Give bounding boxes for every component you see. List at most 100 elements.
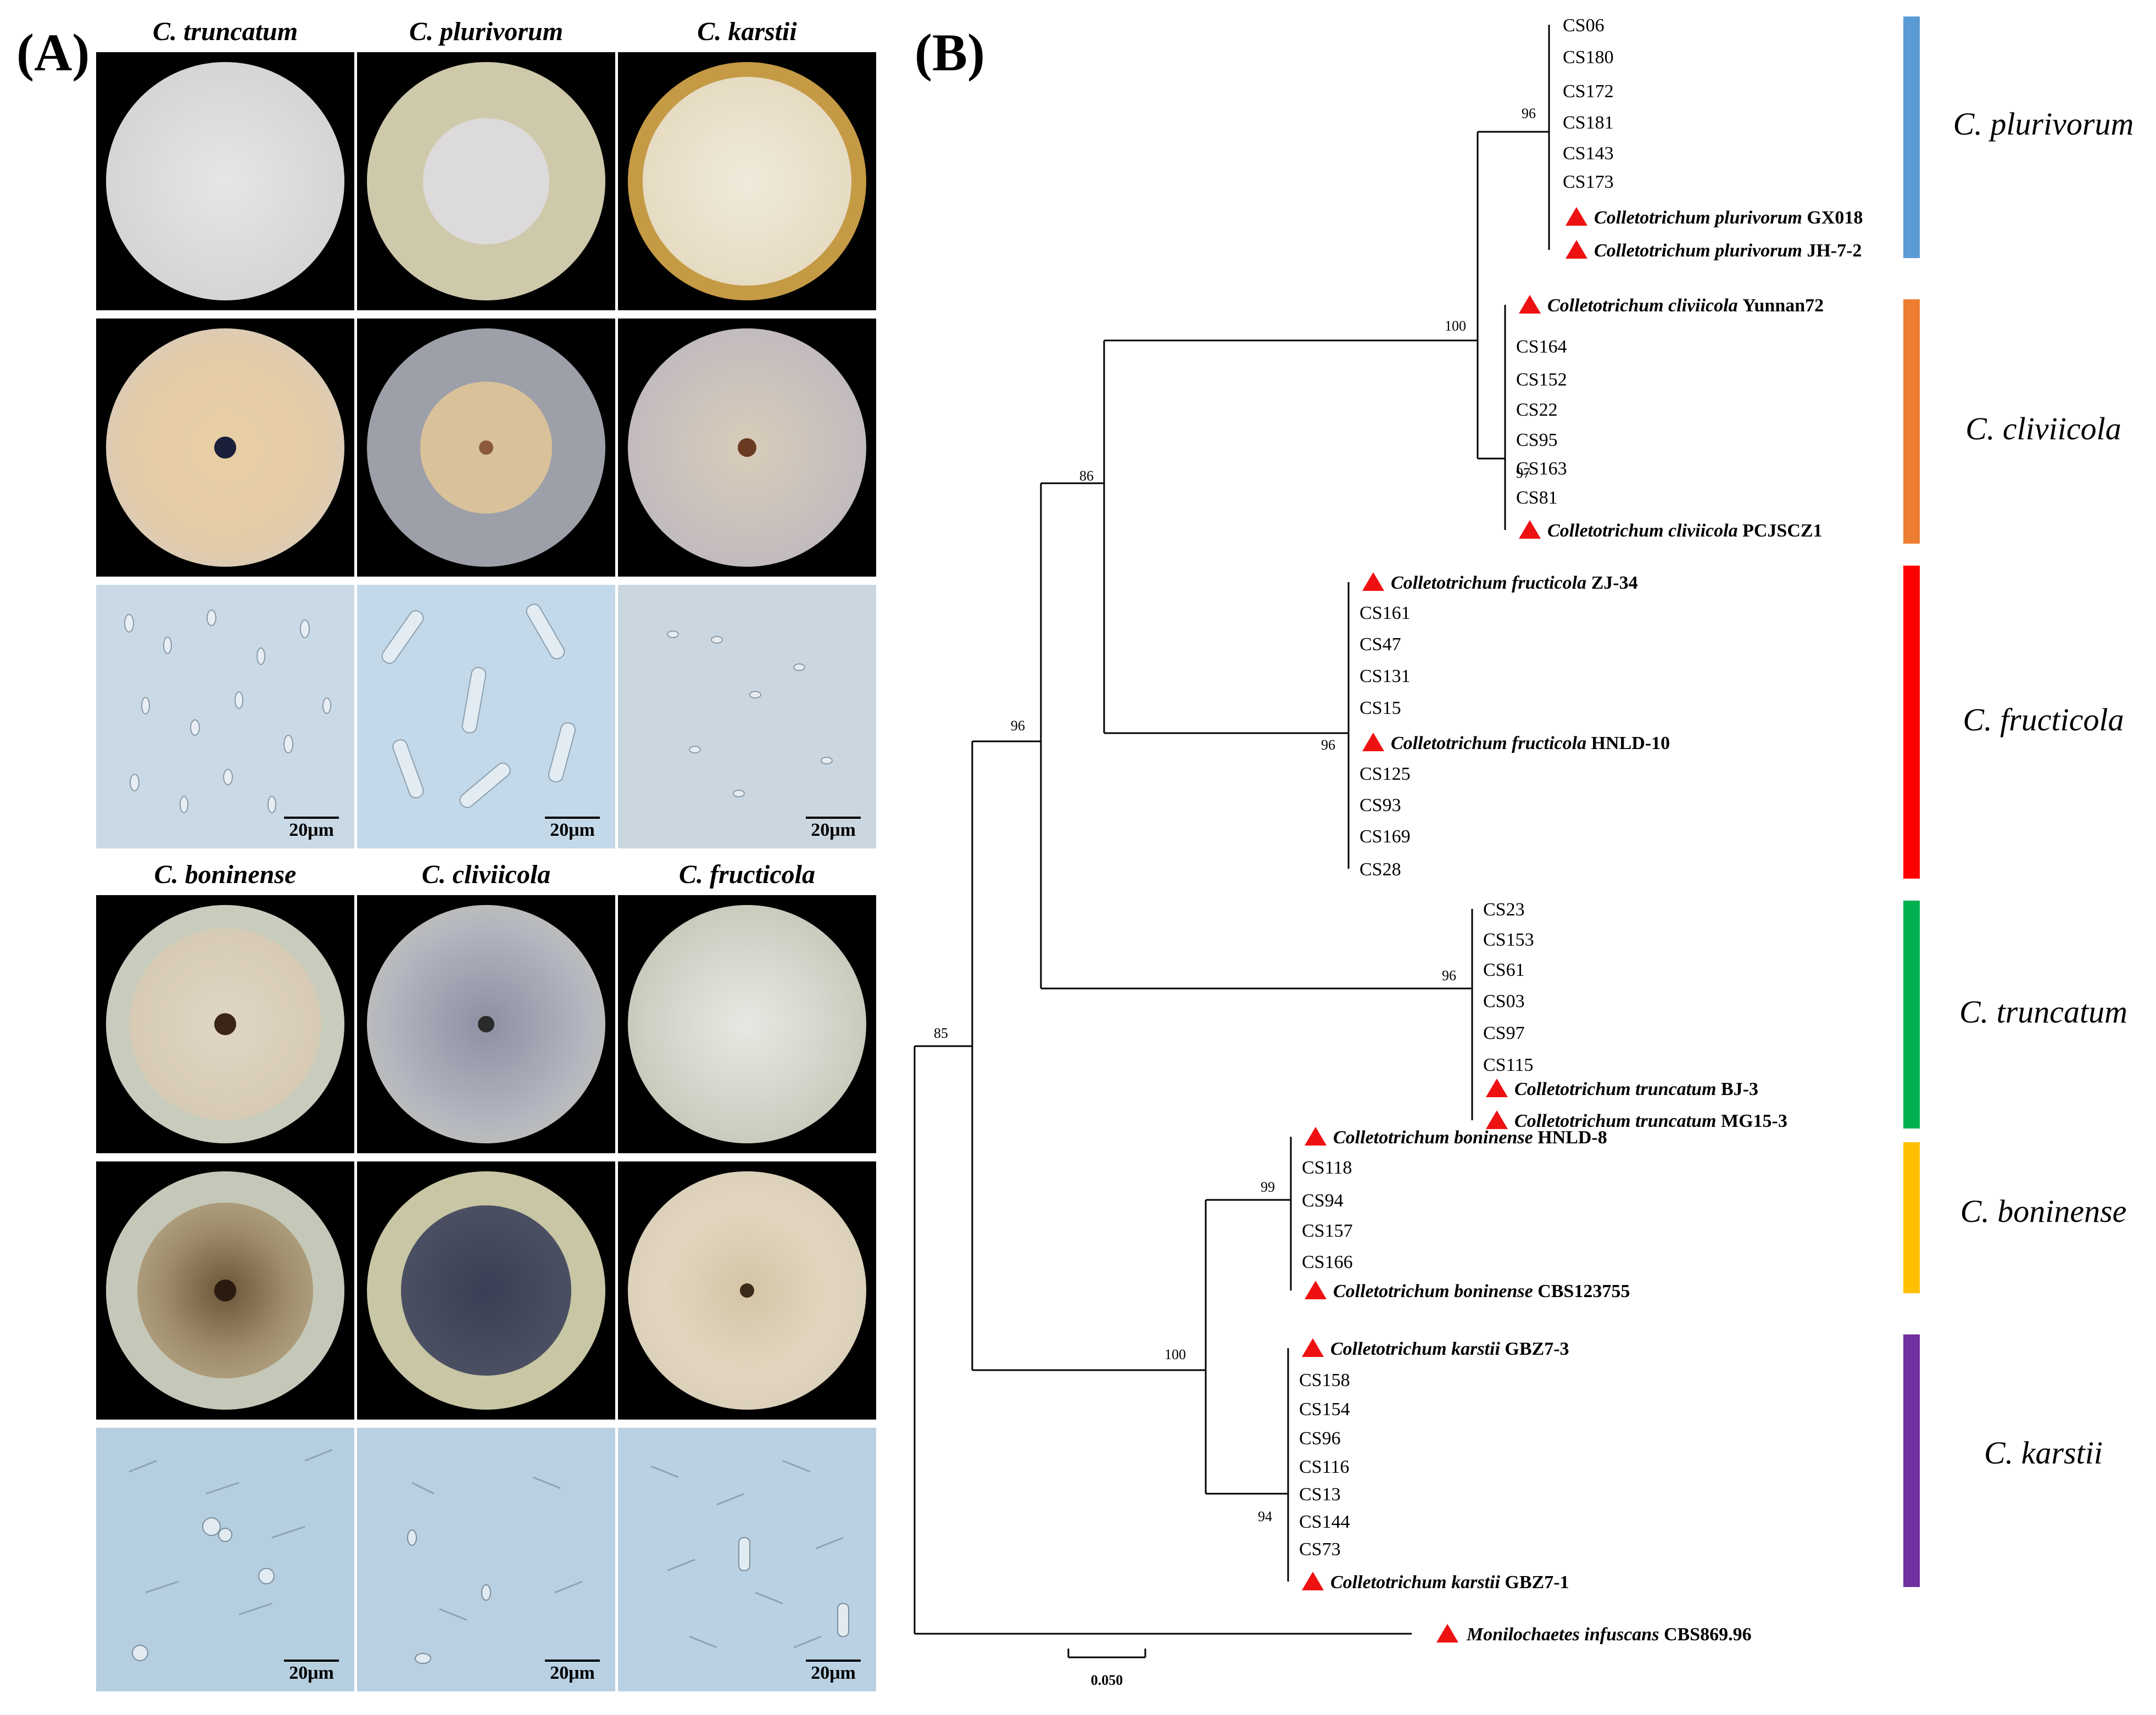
species-title: C. karstii <box>697 17 797 46</box>
scale-label: 20μm <box>550 820 595 840</box>
scale-label: 0.050 <box>1091 1672 1123 1688</box>
tip-label: CS164 <box>1516 337 1567 357</box>
tip-label: CS158 <box>1299 1370 1350 1390</box>
tip-label: CS115 <box>1483 1055 1533 1075</box>
tip-label: CS73 <box>1299 1539 1341 1560</box>
support-value: 100 <box>1445 318 1466 334</box>
reference-marker-icon <box>1486 1079 1508 1097</box>
tip-label: CS144 <box>1299 1512 1350 1532</box>
tip-label: CS181 <box>1563 113 1614 133</box>
tip-label: CS23 <box>1483 900 1525 920</box>
culture-image <box>357 52 615 310</box>
reference-strain-label: Colletotrichum plurivorum GX018 <box>1594 208 1863 228</box>
reference-marker-icon <box>1302 1572 1324 1590</box>
support-value: 85 <box>934 1025 948 1041</box>
clade-color-bar <box>1903 299 1920 544</box>
support-value: 99 <box>1261 1179 1275 1195</box>
reference-strain-label: Colletotrichum cliviicola Yunnan72 <box>1547 295 1824 316</box>
support-value: 96 <box>1011 718 1025 734</box>
tip-label: CS47 <box>1360 634 1401 655</box>
reference-marker-icon <box>1566 240 1587 259</box>
scale-label: 20μm <box>289 1663 334 1683</box>
clade-name: C. plurivorum <box>1953 106 2134 142</box>
support-value: 100 <box>1165 1347 1186 1362</box>
support-value: 96 <box>1321 737 1335 753</box>
micrograph: 20μm <box>357 585 615 848</box>
micrograph: 20μm <box>618 585 876 848</box>
tip-label: CS95 <box>1516 430 1558 450</box>
tip-label: CS157 <box>1302 1221 1353 1241</box>
species-title: C. fructicola <box>679 860 815 889</box>
tip-label: CS166 <box>1302 1252 1353 1272</box>
support-value: 96 <box>1522 105 1536 121</box>
tip-label: CS97 <box>1483 1023 1525 1043</box>
tip-label: CS152 <box>1516 370 1567 390</box>
reference-marker-icon <box>1566 207 1587 226</box>
culture-image <box>357 319 615 577</box>
scale-label: 20μm <box>289 820 334 840</box>
culture-image <box>357 895 615 1153</box>
reference-strain-label: Colletotrichum cliviicola PCJSCZ1 <box>1547 521 1823 541</box>
reference-marker-icon <box>1486 1110 1508 1129</box>
micrograph: 20μm <box>96 1428 354 1691</box>
reference-marker-icon <box>1305 1127 1327 1146</box>
tip-label: CS173 <box>1563 172 1614 192</box>
reference-marker-icon <box>1362 572 1384 591</box>
reference-strain-label: Colletotrichum fructicola ZJ-34 <box>1391 573 1638 593</box>
panel-a-label: (A) <box>16 23 90 82</box>
culture-image <box>618 1161 876 1420</box>
reference-strain-label: Colletotrichum karstii GBZ7-3 <box>1330 1339 1569 1359</box>
tip-label: CS154 <box>1299 1399 1350 1420</box>
micrograph: 20μm <box>618 1428 876 1691</box>
tip-label: CS13 <box>1299 1484 1341 1505</box>
reference-strain-label: Colletotrichum fructicola HNLD-10 <box>1391 733 1670 753</box>
reference-strain-label: Colletotrichum truncatum BJ-3 <box>1514 1079 1758 1099</box>
clade-color-bar <box>1903 901 1920 1129</box>
reference-marker-icon <box>1362 733 1384 751</box>
reference-marker-icon <box>1305 1281 1327 1299</box>
reference-strain-label: Colletotrichum truncatum MG15-3 <box>1514 1111 1787 1131</box>
tip-label: CS153 <box>1483 930 1534 950</box>
tip-label: CS15 <box>1360 698 1401 718</box>
micrograph: 20μm <box>357 1428 615 1691</box>
tip-label: CS96 <box>1299 1428 1341 1449</box>
tip-label: CS28 <box>1360 859 1401 880</box>
tip-label: CS161 <box>1360 603 1411 623</box>
clade-color-bar <box>1903 16 1920 258</box>
clade-color-bar <box>1903 1142 1920 1293</box>
micrograph: 20μm <box>96 585 354 848</box>
panel-b-label: (B) <box>915 23 985 82</box>
clade-name: C. fructicola <box>1963 702 2124 738</box>
reference-strain-label: Colletotrichum plurivorum JH-7-2 <box>1594 241 1862 261</box>
scale-label: 20μm <box>811 820 856 840</box>
tip-label: CS125 <box>1360 764 1411 784</box>
tip-label: CS180 <box>1563 47 1614 68</box>
tip-label: CS116 <box>1299 1457 1349 1477</box>
species-title: C. cliviicola <box>421 860 551 889</box>
tip-label: CS22 <box>1516 400 1558 420</box>
support-value: 97 <box>1516 465 1530 481</box>
species-title: C. boninense <box>154 860 297 889</box>
clade-name: C. boninense <box>1960 1193 2127 1229</box>
outgroup-label: Monilochaetes infuscans CBS869.96 <box>1466 1624 1752 1645</box>
culture-image <box>618 895 876 1153</box>
tip-label: CS93 <box>1360 795 1401 815</box>
species-title: C. plurivorum <box>409 17 564 46</box>
clade-color-bar <box>1903 566 1920 879</box>
culture-image <box>357 1161 615 1420</box>
tip-label: CS172 <box>1563 81 1614 102</box>
clade-color-bar <box>1903 1334 1920 1587</box>
tip-label: CS61 <box>1483 960 1525 980</box>
scale-label: 20μm <box>811 1663 856 1683</box>
reference-strain-label: Colletotrichum karstii GBZ7-1 <box>1330 1572 1569 1593</box>
scale-label: 20μm <box>550 1663 595 1683</box>
species-title: C. truncatum <box>152 17 298 46</box>
support-value: 86 <box>1079 468 1094 484</box>
clade-name: C. truncatum <box>1959 994 2127 1030</box>
tip-label: CS94 <box>1302 1191 1344 1211</box>
reference-marker-icon <box>1302 1338 1324 1357</box>
culture-image <box>96 895 354 1153</box>
tip-label: CS143 <box>1563 143 1614 164</box>
tip-label: CS81 <box>1516 488 1558 508</box>
